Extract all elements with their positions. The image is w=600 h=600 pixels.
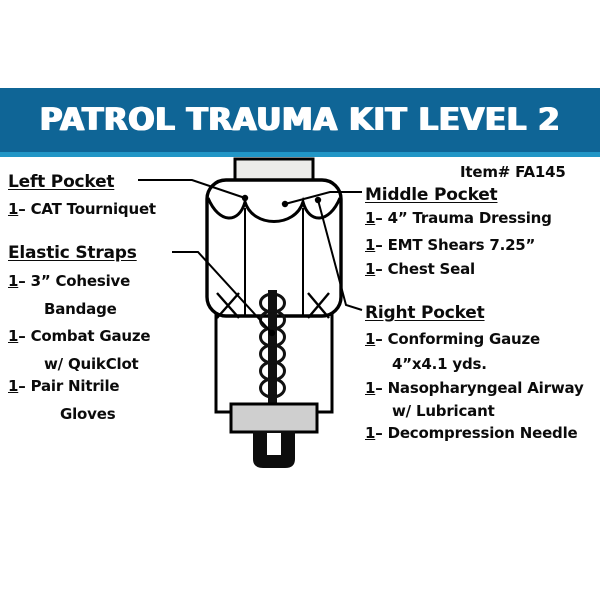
item-qty: 1 bbox=[365, 209, 376, 227]
item-qty: 1 bbox=[8, 327, 19, 345]
list-item: 1– Decompression Needle bbox=[365, 424, 578, 442]
item-dash: – bbox=[18, 200, 31, 218]
item-qty: 1 bbox=[365, 236, 376, 254]
item-dash: – bbox=[18, 327, 31, 345]
item-dash: – bbox=[375, 330, 388, 348]
item-qty: 1 bbox=[365, 330, 376, 348]
item-text: EMT Shears 7.25” bbox=[387, 236, 536, 254]
list-item-continuation: 4”x4.1 yds. bbox=[392, 355, 487, 373]
item-number: Item# FA145 bbox=[460, 163, 566, 181]
item-text: Chest Seal bbox=[387, 260, 476, 278]
item-text: CAT Tourniquet bbox=[30, 200, 157, 218]
item-text: Combat Gauze bbox=[30, 327, 151, 345]
list-item: 1– Conforming Gauze bbox=[365, 330, 540, 348]
right-pocket-heading: Right Pocket bbox=[365, 303, 485, 323]
page-title: PATROL TRAUMA KIT LEVEL 2 bbox=[39, 102, 561, 138]
banner-underline bbox=[0, 152, 600, 157]
list-item: 1– Chest Seal bbox=[365, 260, 475, 278]
item-text: 4” Trauma Dressing bbox=[387, 209, 552, 227]
item-qty: 1 bbox=[8, 377, 19, 395]
item-qty: 1 bbox=[8, 200, 19, 218]
list-item: 1– EMT Shears 7.25” bbox=[365, 236, 535, 254]
list-item: 1– Combat Gauze bbox=[8, 327, 151, 345]
left-pocket-heading: Left Pocket bbox=[8, 172, 115, 192]
list-item: 1– Pair Nitrile bbox=[8, 377, 120, 395]
belt-loop-clip-icon bbox=[253, 431, 295, 468]
handle-block-icon bbox=[233, 157, 315, 183]
item-text: Conforming Gauze bbox=[387, 330, 541, 348]
item-dash: – bbox=[375, 209, 388, 227]
item-dash: – bbox=[375, 260, 388, 278]
item-qty: 1 bbox=[365, 260, 376, 278]
list-item: 1– CAT Tourniquet bbox=[8, 200, 156, 218]
middle-pocket-heading: Middle Pocket bbox=[365, 185, 498, 205]
list-item: 1– 4” Trauma Dressing bbox=[365, 209, 552, 227]
item-dash: – bbox=[18, 272, 31, 290]
item-dash: – bbox=[375, 236, 388, 254]
bag-illustration bbox=[195, 150, 375, 470]
item-qty: 1 bbox=[365, 424, 376, 442]
item-qty: 1 bbox=[365, 379, 376, 397]
item-text: Nasopharyngeal Airway bbox=[387, 379, 584, 397]
item-text: Pair Nitrile bbox=[30, 377, 120, 395]
list-item: 1– 3” Cohesive bbox=[8, 272, 130, 290]
banner: PATROL TRAUMA KIT LEVEL 2 bbox=[0, 88, 600, 152]
item-text: 3” Cohesive bbox=[30, 272, 131, 290]
list-item-continuation: Bandage bbox=[44, 300, 117, 318]
list-item-continuation: w/ Lubricant bbox=[392, 402, 495, 420]
item-dash: – bbox=[375, 424, 388, 442]
elastic-straps-heading: Elastic Straps bbox=[8, 243, 137, 263]
list-item: 1– Nasopharyngeal Airway bbox=[365, 379, 584, 397]
list-item-continuation: w/ QuikClot bbox=[44, 355, 139, 373]
base-band-icon bbox=[229, 402, 319, 434]
item-text: Decompression Needle bbox=[387, 424, 578, 442]
item-qty: 1 bbox=[8, 272, 19, 290]
item-dash: – bbox=[18, 377, 31, 395]
list-item-continuation: Gloves bbox=[60, 405, 116, 423]
item-dash: – bbox=[375, 379, 388, 397]
